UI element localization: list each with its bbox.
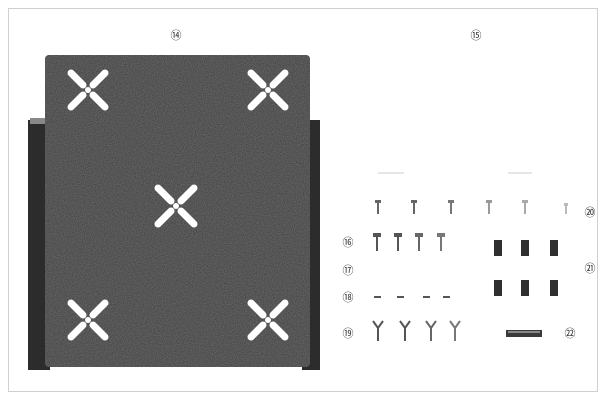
callout-22: ㉒ — [565, 327, 576, 340]
callout-20: ⑳ — [585, 206, 596, 219]
spacer-icon — [494, 240, 502, 256]
x-slot-icon — [247, 69, 289, 111]
screw-icon — [415, 233, 423, 251]
callout-19: ⑲ — [343, 327, 354, 340]
callout-18: ⑱ — [343, 291, 354, 304]
screw-icon — [425, 320, 437, 341]
spacer-icon — [550, 280, 558, 296]
callout-14: ⑭ — [171, 29, 182, 42]
callout-15: ⑮ — [471, 29, 482, 42]
spacer-icon — [550, 240, 558, 256]
callout-21: ㉑ — [585, 262, 596, 275]
callout-17: ⑰ — [343, 264, 354, 277]
plate-flange-left — [28, 120, 50, 370]
screw-icon — [399, 320, 411, 341]
screw-icon — [449, 320, 461, 341]
screw-icon — [411, 200, 417, 214]
figure-frame — [8, 8, 598, 392]
spacer-icon — [521, 240, 529, 256]
x-slot-icon — [67, 69, 109, 111]
x-slot-icon — [154, 184, 198, 228]
screw-icon — [437, 233, 445, 251]
spacer-icon — [521, 280, 529, 296]
screw-icon — [375, 200, 381, 214]
x-slot-icon — [247, 299, 289, 341]
x-slot-icon — [67, 299, 109, 341]
spacer-icon — [494, 280, 502, 296]
screw-icon — [522, 200, 528, 214]
mounting-plate — [28, 55, 320, 370]
screw-row-20 — [375, 200, 568, 214]
callout-16: ⑯ — [343, 236, 354, 249]
screw-icon — [373, 233, 381, 251]
screw-row-16 — [373, 233, 445, 251]
screw-icon — [394, 233, 402, 251]
screw-icon — [372, 320, 384, 341]
screw-icon — [486, 200, 492, 214]
clip-icon — [506, 330, 542, 337]
screw-icon — [564, 203, 568, 214]
spacer-group-21 — [494, 240, 558, 296]
screw-icon — [448, 200, 454, 214]
screw-row-19 — [372, 320, 461, 341]
plate-flange-left-edge — [30, 118, 50, 124]
